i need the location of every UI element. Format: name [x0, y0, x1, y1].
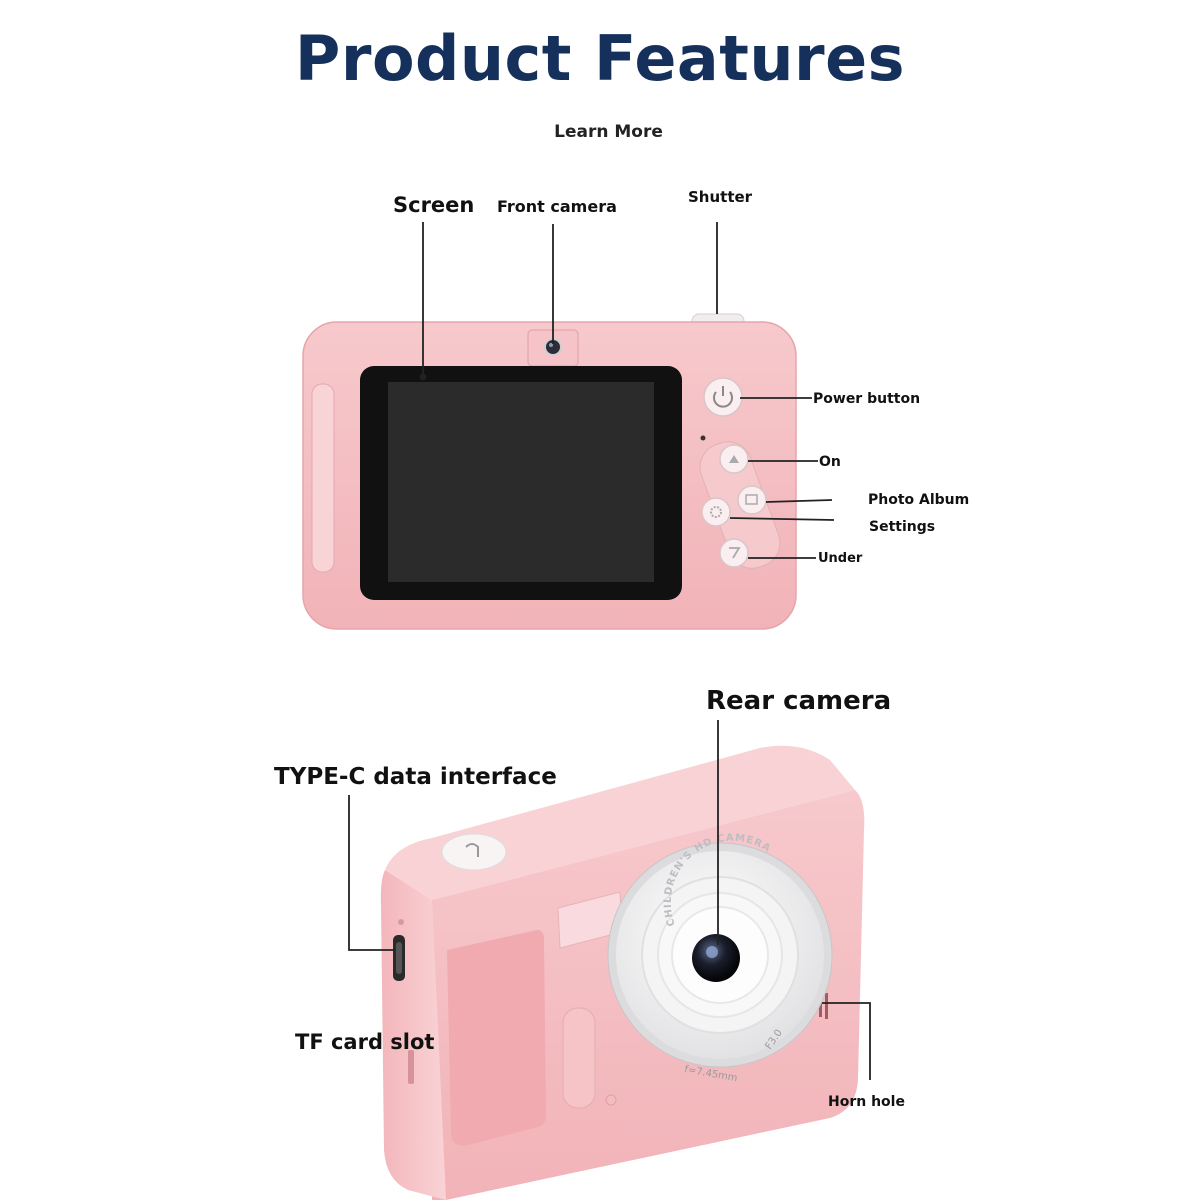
label-shutter: Shutter: [688, 188, 753, 206]
label-tf-slot: TF card slot: [295, 1030, 435, 1054]
label-under: Under: [818, 551, 863, 566]
page-title: Product Features: [294, 22, 906, 95]
label-power-button: Power button: [813, 391, 921, 407]
front-leader-lines: [419, 222, 835, 559]
rear-camera-body: [380, 745, 865, 1200]
label-on: On: [819, 454, 841, 470]
label-settings: Settings: [869, 519, 936, 535]
label-screen: Screen: [393, 193, 475, 217]
label-front-camera: Front camera: [497, 197, 617, 216]
learn-more-link[interactable]: Learn More: [554, 122, 663, 142]
label-type-c: TYPE-C data interface: [274, 764, 557, 790]
label-rear-camera: Rear camera: [706, 686, 892, 716]
label-horn-hole: Horn hole: [828, 1094, 905, 1110]
power-icon: [703, 377, 743, 417]
front-camera-body: [302, 313, 797, 630]
rear-leader-lines: [348, 720, 871, 1080]
label-photo-album: Photo Album: [868, 492, 970, 508]
